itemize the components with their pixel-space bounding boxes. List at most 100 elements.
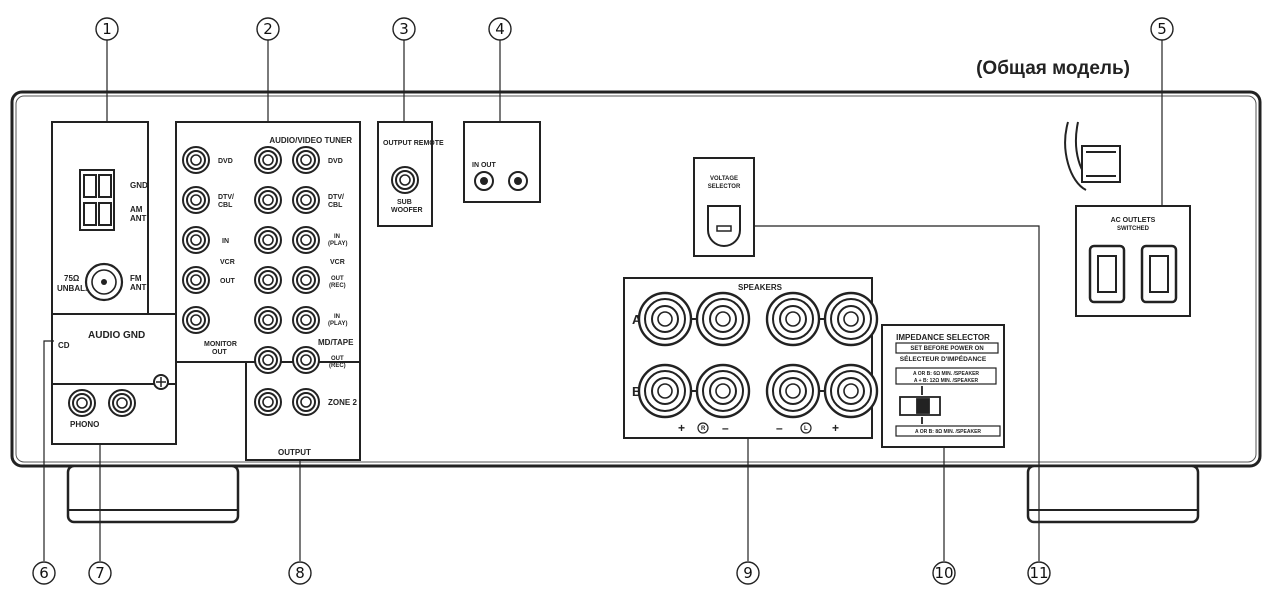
zone2-label: ZONE 2 (328, 398, 357, 407)
ac-outlet-2 (1140, 244, 1178, 304)
leader-lines (43, 40, 1163, 561)
callout-2: 2 (263, 20, 273, 38)
dtv-label-1: DTV/ (218, 194, 234, 201)
foot-right (1026, 464, 1200, 524)
speaker-row-b-label: B (632, 384, 641, 399)
audio-gnd-screw (153, 374, 169, 390)
foot-left (66, 464, 240, 524)
callout-5: 5 (1157, 20, 1167, 38)
ac-outlets-label-2: SWITCHED (1117, 226, 1150, 232)
dtv-right-label-2: CBL (328, 202, 343, 209)
ac-cord (1064, 121, 1121, 191)
callout-7: 7 (95, 564, 105, 582)
impedance-switch (899, 386, 941, 424)
callouts: 1 2 3 4 5 6 7 8 9 10 11 (32, 17, 1174, 585)
callout-8: 8 (295, 564, 305, 582)
md-in-label-1: IN (334, 314, 340, 320)
md-in-r-jack (254, 306, 282, 334)
dtv-right-label-1: DTV/ (328, 194, 344, 201)
phono-r-jack (68, 389, 96, 417)
fm-ant-label: ANT (130, 283, 147, 292)
vcr-in-r-jack (254, 226, 282, 254)
zone2-r-jack (254, 388, 282, 416)
vcr-right-label: VCR (330, 259, 345, 266)
impedance-title: IMPEDANCE SELECTOR (896, 333, 990, 342)
dvd-jack (182, 146, 210, 174)
callout-10: 10 (934, 564, 953, 582)
cd-label: CD (58, 341, 70, 350)
am-terminal (79, 169, 115, 231)
callout-6: 6 (39, 564, 49, 582)
in-play-label-1: IN (334, 234, 340, 240)
dvd-audio-r-jack (254, 146, 282, 174)
vcr-out-r-jack (254, 266, 282, 294)
impedance-fr-label: SÉLECTEUR D'IMPÉDANCE (900, 354, 987, 363)
subwoofer-jack (391, 166, 419, 194)
vcr-in-l-jack (292, 226, 320, 254)
impedance-option-1b: A + B: 12Ω MIN. /SPEAKER (914, 378, 979, 384)
remote-io-label: IN OUT (472, 162, 496, 169)
phono-l-jack (108, 389, 136, 417)
speaker-b-r-plus (637, 363, 693, 419)
md-in-label-2: (PLAY) (328, 321, 347, 327)
speaker-b-l-plus (823, 363, 879, 419)
am-ant-label: ANT (130, 214, 147, 223)
speaker-b-l-minus (765, 363, 821, 419)
audio-gnd-label: AUDIO GND (88, 330, 145, 341)
speaker-plus-right: + (832, 421, 839, 435)
speaker-a-r-plus (637, 291, 693, 347)
ac-outlets-label-1: AC OUTLETS (1111, 217, 1156, 224)
fm-jack (84, 262, 124, 302)
monitor-out-jack (182, 306, 210, 334)
impedance-panel (881, 324, 1005, 448)
vcr-out-l-jack (292, 266, 320, 294)
callout-9: 9 (743, 564, 753, 582)
dtv-audio-l-jack (292, 186, 320, 214)
fm-label: FM (130, 274, 142, 283)
in-play-label-2: (PLAY) (328, 241, 347, 247)
remote-io-panel (463, 121, 541, 203)
md-in-l-jack (292, 306, 320, 334)
in-label: IN (222, 238, 229, 245)
callout-4: 4 (495, 20, 505, 38)
model-label: (Общая модель) (976, 58, 1130, 79)
dvd-right-label: DVD (328, 158, 343, 165)
sub-label-1: SUB (397, 199, 412, 206)
sub-label-2: WOOFER (391, 207, 423, 214)
out-rec-label-2: (REC) (329, 283, 346, 289)
unbal-ohm-label: 75Ω (64, 274, 80, 283)
speaker-plus-left: + (678, 421, 685, 435)
vcr-label: VCR (220, 259, 235, 266)
dtv-label-2: CBL (218, 202, 233, 209)
phono-label: PHONO (70, 420, 99, 429)
dtv-cbl-jack (182, 186, 210, 214)
md-out-label-1: OUT (331, 356, 344, 362)
speaker-a-r-minus (695, 291, 751, 347)
speaker-row-a-label: A (632, 312, 642, 327)
voltage-label-2: SELECTOR (708, 184, 741, 190)
out-rec-label-1: OUT (331, 276, 344, 282)
out-label: OUT (220, 278, 236, 285)
md-out-label-2: (REC) (329, 363, 346, 369)
monitor-label-1: MONITOR (204, 341, 237, 348)
ac-outlet-1 (1088, 244, 1126, 304)
dtv-audio-r-jack (254, 186, 282, 214)
speaker-a-l-plus (823, 291, 879, 347)
av-title: AUDIO/VIDEO TUNER (269, 136, 352, 145)
impedance-warning: SET BEFORE POWER ON (910, 346, 983, 352)
antenna-panel (51, 121, 177, 445)
vcr-in-jack (182, 226, 210, 254)
monitor-label-2: OUT (212, 349, 228, 356)
output-remote-title: OUTPUT REMOTE (383, 140, 444, 147)
callout-11: 11 (1029, 564, 1048, 582)
callout-1: 1 (102, 20, 112, 38)
output-remote-panel (377, 121, 433, 227)
speaker-a-l-minus (765, 291, 821, 347)
speaker-r-mark: R (701, 426, 706, 432)
am-label: AM (130, 205, 143, 214)
speaker-minus-right: – (776, 421, 783, 435)
md-tape-label: MD/TAPE (318, 338, 354, 347)
voltage-label-1: VOLTAGE (710, 176, 738, 182)
output-label: OUTPUT (278, 448, 311, 457)
